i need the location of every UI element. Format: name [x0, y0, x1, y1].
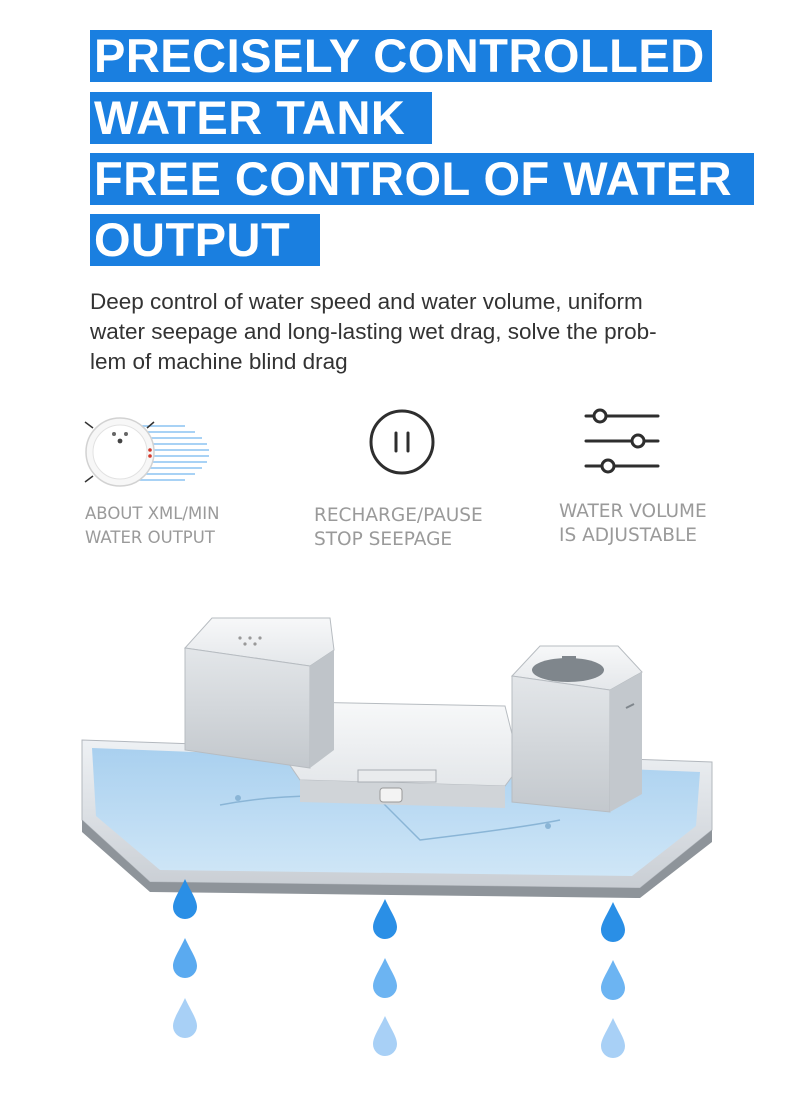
feature-label-line: IS ADJUSTABLE	[559, 525, 697, 546]
water-tank-illustration	[81, 617, 713, 898]
feature-label-line: RECHARGE/PAUSE	[314, 505, 483, 526]
drop-column-right	[601, 902, 625, 1058]
description-line-2: water seepage and long-lasting wet drag,…	[90, 319, 657, 344]
feature-label-water-output: ABOUT XML/MIN WATER OUTPUT	[85, 502, 219, 550]
description-line-3: lem of machine blind drag	[90, 349, 348, 374]
feature-label-line: STOP SEEPAGE	[314, 529, 453, 550]
headline-line-1: PRECISELY CONTROLLED	[90, 30, 712, 82]
headline-line-3: FREE CONTROL OF WATER	[90, 153, 754, 205]
pause-icon	[369, 409, 435, 475]
drop-column-left	[173, 879, 197, 1038]
water-drop-icon	[173, 998, 197, 1038]
water-drop-icon	[173, 938, 197, 978]
description-line-1: Deep control of water speed and water vo…	[90, 289, 643, 314]
water-drop-icon	[601, 1018, 625, 1058]
feature-label-line: WATER OUTPUT	[85, 528, 215, 547]
description: Deep control of water speed and water vo…	[90, 287, 730, 377]
water-drop-icon	[173, 879, 197, 919]
headline-line-2: WATER TANK	[90, 92, 432, 144]
robot-water-output-icon	[84, 417, 209, 487]
feature-label-pause: RECHARGE/PAUSE STOP SEEPAGE	[314, 504, 483, 552]
sliders-icon	[584, 408, 660, 474]
feature-label-line: ABOUT XML/MIN	[85, 504, 220, 523]
water-drops	[173, 879, 625, 1058]
headline-line-4: OUTPUT	[90, 214, 320, 266]
water-drop-icon	[373, 899, 397, 939]
feature-label-line: WATER VOLUME	[559, 501, 707, 522]
feature-label-water-volume: WATER VOLUME IS ADJUSTABLE	[559, 500, 707, 548]
drop-column-center	[373, 899, 397, 1056]
water-drop-icon	[601, 960, 625, 1000]
water-drop-icon	[373, 958, 397, 998]
water-drop-icon	[601, 902, 625, 942]
water-drop-icon	[373, 1016, 397, 1056]
